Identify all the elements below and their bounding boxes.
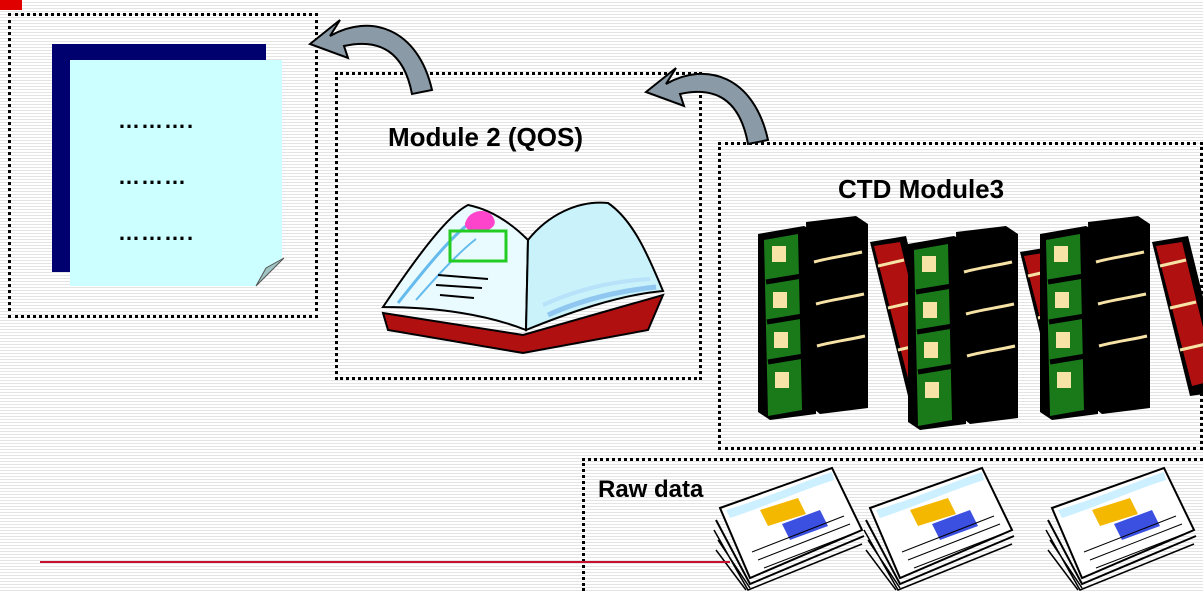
module2-box [335, 72, 702, 380]
module3-title: CTD Module3 [838, 174, 1005, 204]
summary-line-2: ……… [118, 164, 187, 189]
page-sheet [70, 60, 282, 286]
summary-line-1: ………. [118, 108, 195, 133]
module2-title: Module 2 (QOS) [388, 122, 583, 152]
summary-line-3: ………. [118, 220, 195, 245]
raw-data-box [582, 458, 1203, 591]
curved-arrow-icon [307, 19, 434, 96]
book-stack-icon [758, 212, 1203, 427]
page-fold-icon [255, 257, 285, 287]
paper-stack-icon [713, 466, 1197, 591]
summary-module-box [8, 13, 318, 318]
curved-arrow-icon [643, 67, 770, 146]
open-book-icon [381, 201, 665, 355]
header-accent-mark [0, 0, 22, 10]
raw-data-title: Raw data [598, 476, 704, 503]
footer-rule [40, 561, 730, 563]
